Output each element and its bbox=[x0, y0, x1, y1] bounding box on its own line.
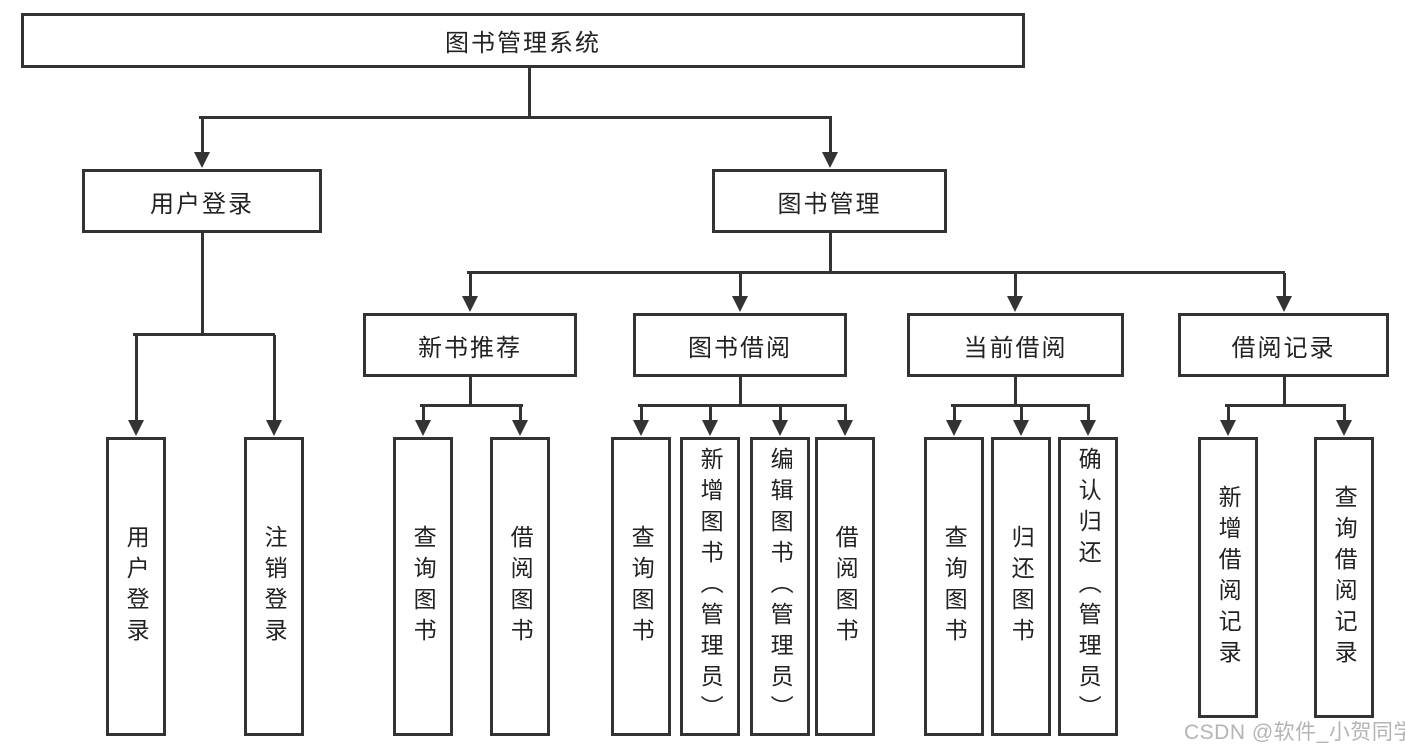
node-user-login: 用户登录 bbox=[82, 169, 322, 233]
leaf-nb-query-books: 查询图书 bbox=[393, 437, 453, 736]
node-current-borrow-label: 当前借阅 bbox=[963, 334, 1068, 362]
connector-book-borrow-stem bbox=[738, 377, 742, 407]
leaf-nb-borrow-books-label: 借阅图书 bbox=[507, 524, 534, 649]
arrowhead-icon bbox=[1013, 420, 1029, 436]
node-book-management-label: 图书管理 bbox=[777, 190, 882, 218]
node-borrow-records-label: 借阅记录 bbox=[1231, 334, 1336, 362]
node-book-borrow-label: 图书借阅 bbox=[688, 334, 792, 362]
arrowhead-icon bbox=[1007, 296, 1023, 312]
node-root: 图书管理系统 bbox=[21, 13, 1025, 68]
arrow-to-leaf-logout bbox=[266, 335, 282, 436]
arrow-to-current-borrow bbox=[1007, 273, 1023, 312]
leaf-nb-borrow-books: 借阅图书 bbox=[490, 437, 550, 736]
leaf-logout: 注销登录 bbox=[244, 437, 304, 736]
arrowhead-icon bbox=[732, 296, 748, 312]
connector-book-management-stem bbox=[828, 233, 832, 274]
csdn-watermark: CSDN @软件_小贺同学 bbox=[1184, 721, 1405, 744]
connector-user-login-hline bbox=[133, 333, 275, 336]
connector-current-borrow-hline bbox=[951, 404, 1090, 407]
arrow-to-user-login bbox=[194, 118, 210, 168]
node-current-borrow: 当前借阅 bbox=[907, 313, 1124, 377]
arrowhead-icon bbox=[1336, 420, 1352, 436]
connector-root-stem bbox=[527, 68, 531, 118]
leaf-user-login-label: 用户登录 bbox=[123, 524, 150, 649]
leaf-logout-label: 注销登录 bbox=[261, 524, 288, 649]
arrow-to-cb-confirm-return bbox=[1080, 406, 1096, 436]
arrow-to-bb-add-books bbox=[702, 406, 718, 436]
arrow-to-book-management bbox=[822, 118, 838, 168]
leaf-nb-query-books-label: 查询图书 bbox=[410, 524, 437, 649]
node-book-management: 图书管理 bbox=[712, 169, 947, 233]
arrowhead-icon bbox=[1080, 420, 1096, 436]
arrow-to-nb-query-books bbox=[415, 406, 431, 436]
arrow-to-nb-borrow-books bbox=[512, 406, 528, 436]
arrowhead-icon bbox=[128, 420, 144, 436]
arrowhead-icon bbox=[772, 420, 788, 436]
connector-level1-hline bbox=[199, 116, 832, 119]
leaf-bb-edit-books-admin-label: 编辑图书（管理员） bbox=[767, 447, 794, 726]
node-new-book-recommend: 新书推荐 bbox=[363, 313, 577, 377]
arrowhead-icon bbox=[462, 296, 478, 312]
arrow-to-book-borrow bbox=[732, 273, 748, 312]
leaf-bb-borrow-books: 借阅图书 bbox=[815, 437, 875, 736]
arrow-to-bb-edit-books bbox=[772, 406, 788, 436]
connector-new-book-recommend-stem bbox=[468, 377, 472, 407]
leaf-bb-edit-books-admin: 编辑图书（管理员） bbox=[750, 437, 810, 736]
leaf-cb-return-books: 归还图书 bbox=[991, 437, 1051, 736]
leaf-bb-query-books-label: 查询图书 bbox=[628, 524, 655, 649]
leaf-user-login: 用户登录 bbox=[106, 437, 166, 736]
arrowhead-icon bbox=[633, 420, 649, 436]
leaf-cb-query-books-label: 查询图书 bbox=[941, 524, 968, 649]
node-root-label: 图书管理系统 bbox=[445, 30, 601, 57]
arrowhead-icon bbox=[1276, 296, 1292, 312]
arrow-to-br-query-record bbox=[1336, 406, 1352, 436]
leaf-bb-add-books-admin: 新增图书（管理员） bbox=[680, 437, 740, 736]
arrowhead-icon bbox=[512, 420, 528, 436]
node-book-borrow: 图书借阅 bbox=[633, 313, 847, 377]
leaf-bb-borrow-books-label: 借阅图书 bbox=[832, 524, 859, 649]
arrow-to-borrow-records bbox=[1276, 273, 1292, 312]
arrowhead-icon bbox=[946, 420, 962, 436]
connector-borrow-records-hline bbox=[1225, 404, 1346, 407]
arrowhead-icon bbox=[837, 420, 853, 436]
arrowhead-icon bbox=[415, 420, 431, 436]
leaf-cb-confirm-return-admin: 确认归还（管理员） bbox=[1058, 437, 1118, 736]
arrow-to-bb-query-books bbox=[633, 406, 649, 436]
connector-current-borrow-stem bbox=[1013, 377, 1017, 407]
leaf-br-query-record: 查询借阅记录 bbox=[1314, 437, 1374, 718]
leaf-bb-query-books: 查询图书 bbox=[611, 437, 671, 736]
leaf-cb-query-books: 查询图书 bbox=[924, 437, 984, 736]
arrowhead-icon bbox=[822, 152, 838, 168]
connector-borrow-records-stem bbox=[1282, 377, 1286, 407]
connector-level2-hline bbox=[467, 271, 1285, 274]
leaf-cb-confirm-return-admin-label: 确认归还（管理员） bbox=[1075, 447, 1102, 726]
leaf-bb-add-books-admin-label: 新增图书（管理员） bbox=[697, 447, 724, 726]
leaf-br-add-record-label: 新增借阅记录 bbox=[1215, 484, 1242, 671]
node-new-book-recommend-label: 新书推荐 bbox=[418, 334, 522, 362]
arrow-to-leaf-user-login bbox=[128, 335, 144, 436]
connector-book-borrow-hline bbox=[638, 404, 847, 407]
leaf-br-add-record: 新增借阅记录 bbox=[1198, 437, 1258, 718]
arrowhead-icon bbox=[266, 420, 282, 436]
arrowhead-icon bbox=[1220, 420, 1236, 436]
node-borrow-records: 借阅记录 bbox=[1178, 313, 1389, 377]
arrowhead-icon bbox=[702, 420, 718, 436]
node-user-login-label: 用户登录 bbox=[150, 190, 254, 218]
arrowhead-icon bbox=[194, 152, 210, 168]
connector-user-login-stem bbox=[200, 233, 204, 336]
arrow-to-new-book-recommend bbox=[462, 273, 478, 312]
arrow-to-br-add-record bbox=[1220, 406, 1236, 436]
connector-new-book-recommend-hline bbox=[420, 404, 523, 407]
leaf-cb-return-books-label: 归还图书 bbox=[1008, 524, 1035, 649]
leaf-br-query-record-label: 查询借阅记录 bbox=[1331, 484, 1358, 671]
arrow-to-bb-borrow-books bbox=[837, 406, 853, 436]
arrow-to-cb-query-books bbox=[946, 406, 962, 436]
arrow-to-cb-return-books bbox=[1013, 406, 1029, 436]
